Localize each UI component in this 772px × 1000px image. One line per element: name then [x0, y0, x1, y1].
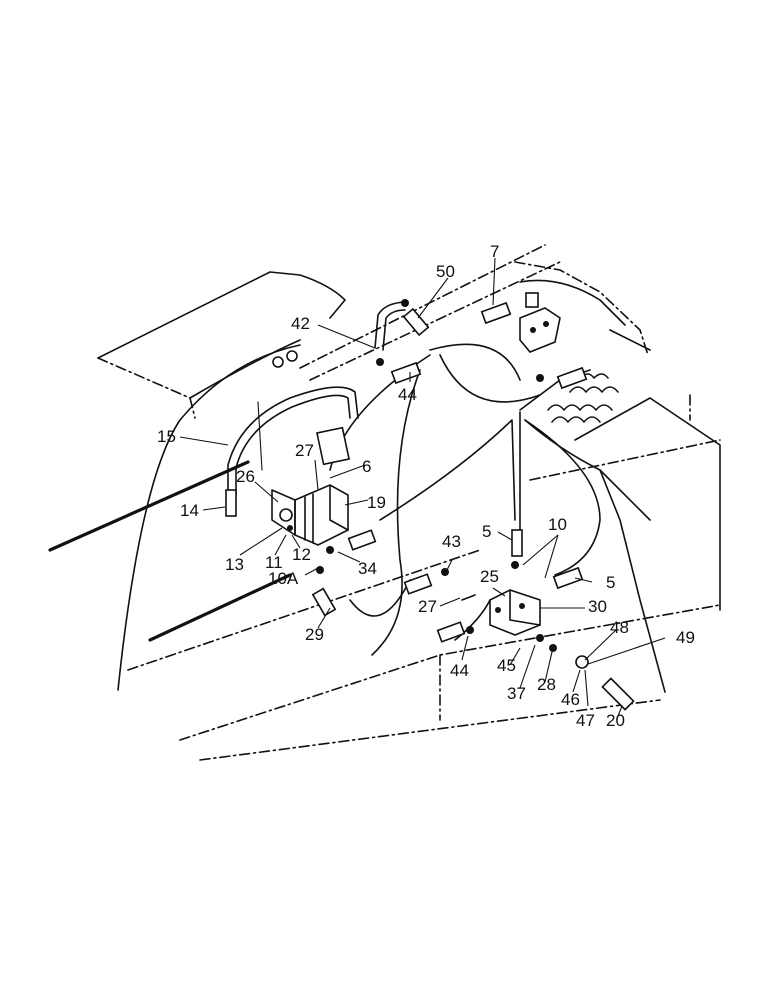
- callout-28: 28: [537, 675, 556, 694]
- callout-13: 13: [225, 555, 244, 574]
- callout-29: 29: [305, 625, 324, 644]
- callout-5: 5: [482, 522, 491, 541]
- callout-45: 45: [497, 656, 516, 675]
- callout-10: 10: [548, 515, 567, 534]
- callout-19: 19: [367, 493, 386, 512]
- callout-49: 49: [676, 628, 695, 647]
- hydraulic-pump: [271, 484, 349, 546]
- callout-44: 44: [398, 385, 417, 404]
- callout-42: 42: [291, 314, 310, 333]
- machine-outline: [48, 244, 721, 761]
- valve-block-top: [519, 292, 561, 353]
- callout-27: 27: [295, 441, 314, 460]
- callout-25: 25: [480, 567, 499, 586]
- callout-7: 7: [490, 242, 499, 261]
- callout-47: 47: [576, 711, 595, 730]
- callout-15: 15: [157, 427, 176, 446]
- callout-37: 37: [507, 684, 526, 703]
- callout-26: 26: [236, 467, 255, 486]
- callout-48: 48: [610, 618, 629, 637]
- fittings: [225, 299, 635, 711]
- callout-20: 20: [606, 711, 625, 730]
- callout-50: 50: [436, 262, 455, 281]
- callout-5-right: 5: [606, 573, 615, 592]
- hydraulic-lines: [227, 301, 601, 656]
- callout-46: 46: [561, 690, 580, 709]
- valve-block-25: [489, 589, 541, 636]
- callout-44-lower: 44: [450, 661, 469, 680]
- callout-6: 6: [362, 457, 371, 476]
- callout-43: 43: [442, 532, 461, 551]
- leader-lines: [179, 257, 666, 717]
- solenoid-6: [316, 426, 350, 466]
- callout-10A: 10A: [268, 569, 299, 588]
- callout-labels: 50 7 42 44 15 27 6 26 19 14 13 11 12 10A…: [157, 242, 695, 730]
- callout-34: 34: [358, 559, 377, 578]
- callout-11: 11: [265, 553, 283, 572]
- callout-14: 14: [180, 501, 199, 520]
- callout-30: 30: [588, 597, 607, 616]
- callout-27-lower: 27: [418, 597, 437, 616]
- callout-12: 12: [292, 545, 311, 564]
